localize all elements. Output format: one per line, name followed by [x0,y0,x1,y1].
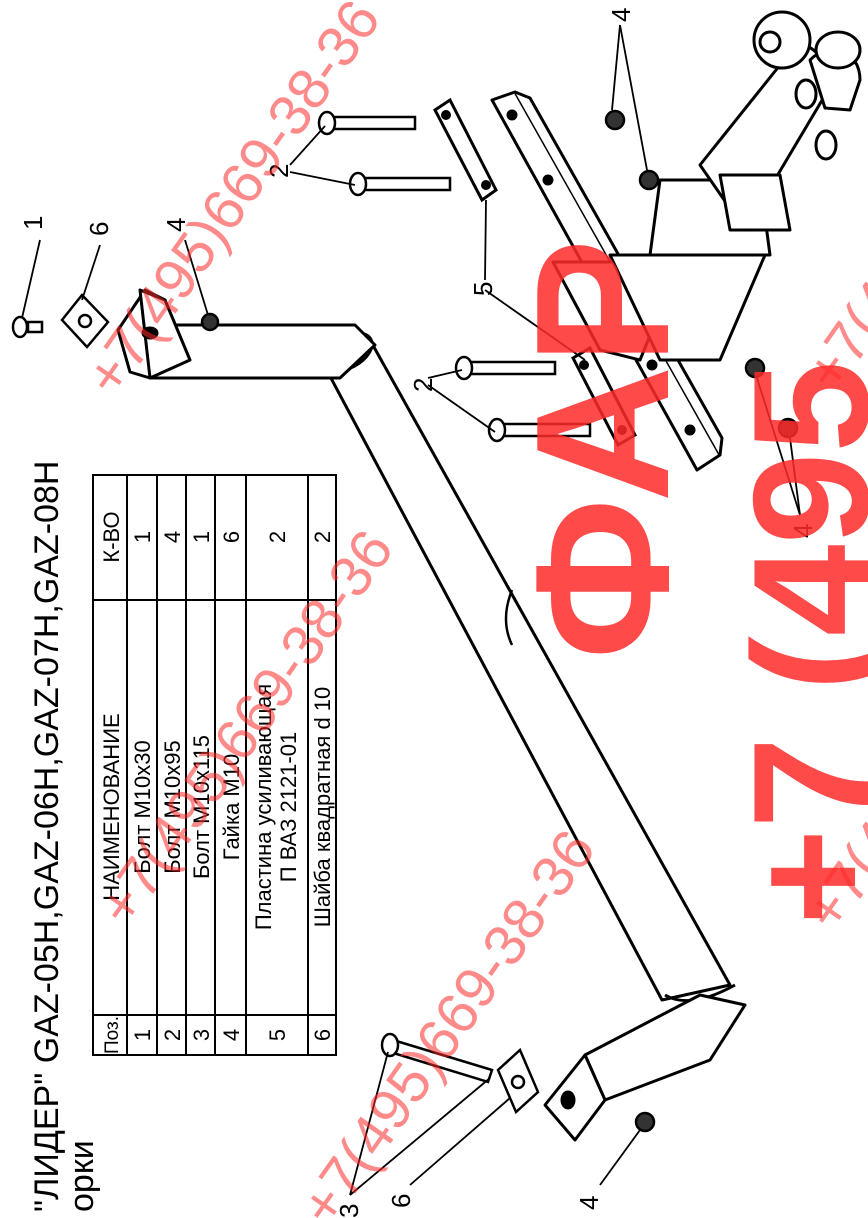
nut-m10 [638,169,660,191]
callout-label: 2 [408,378,438,392]
bolt-m10x115 [380,1032,494,1084]
table-cell-name: Болт М10х95 [160,740,185,873]
table-cell-pos: 2 [160,1029,185,1041]
bolt-m10x95 [348,171,452,197]
bolt-m10x95 [487,417,592,443]
subtitle-fragment: орки [63,1140,101,1212]
callout-label: 4 [788,524,818,538]
nut-m10 [777,417,799,439]
table-cell-name: Гайка М10 [219,754,244,860]
table-cell-qty: 1 [189,531,214,543]
square-washer [60,293,110,349]
header-titles: "ЛИДЕР" GAZ-05H,GAZ-06H,GAZ-07H,GAZ-08H … [28,461,101,1212]
callout-leaders [21,24,801,1196]
callout-label: 2 [264,164,294,178]
hitch-cross-member [490,10,862,472]
bolt-m10x95 [317,110,417,136]
nut-m10 [604,109,626,131]
table-cell-name: Болт М10х115 [189,735,214,879]
table-cell-pos: 5 [265,1029,290,1041]
callout-numbers: 1 6 4 2 4 5 2 4 3 6 4 [18,8,818,1218]
callout-label: 5 [468,282,498,296]
table-cell-name: Шайба квадратная d 10 [310,687,335,928]
table-cell-qty: 2 [310,531,335,543]
callout-label: 6 [386,1194,416,1208]
bolt-m10x30 [11,315,44,339]
parts-table: Поз. НАИМЕНОВАНИЕ К-ВО 1 Болт М10х30 1 2… [92,474,337,1056]
watermark-brand: ФАР [497,239,709,660]
table-cell-name: Пластина усиливающая [251,684,276,930]
callout-label: 4 [161,218,191,232]
nut-m10 [634,1111,656,1133]
bolt-m10x95 [454,355,557,381]
table-cell-qty: 4 [160,531,185,543]
table-header-pos: Поз. [102,1016,123,1054]
table-cell-name: П ВАЗ 2121-01 [276,732,301,882]
callout-label: 6 [84,222,114,236]
nut-m10 [200,312,220,332]
table-cell-pos: 1 [130,1029,155,1041]
reinforcing-plate [433,97,498,203]
top-mounting-bracket [116,288,377,380]
callout-label: 3 [334,1204,364,1218]
callout-label: 1 [18,216,48,230]
table-header-name: НАИМЕНОВАНИЕ [99,713,124,900]
table-cell-qty: 6 [219,531,244,543]
nut-m10 [744,357,766,379]
table-cell-pos: 4 [219,1029,244,1041]
table-cell-qty: 2 [265,531,290,543]
table-cell-name: Болт М10х30 [130,740,155,873]
reinforcing-plate [571,345,637,448]
table-cell-qty: 1 [130,531,155,543]
table-cell-pos: 3 [189,1029,214,1041]
table-cell-pos: 6 [310,1029,335,1041]
models-title: "ЛИДЕР" GAZ-05H,GAZ-06H,GAZ-07H,GAZ-08H [28,461,66,1212]
watermark-phone-big: +7 (495 [719,361,868,925]
callout-label: 4 [574,1196,604,1210]
bottom-mounting-bracket [543,993,747,1142]
callout-label: 4 [606,8,636,22]
table-header-qty: К-ВО [99,511,124,562]
